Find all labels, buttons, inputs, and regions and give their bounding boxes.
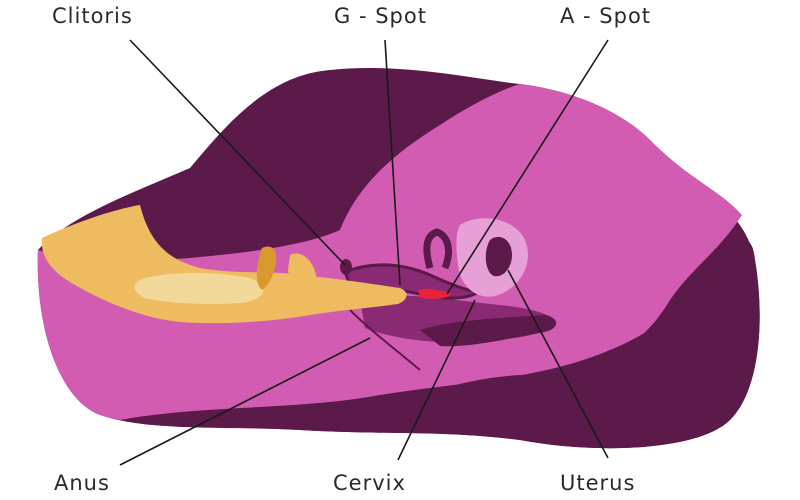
inner-dark-fold bbox=[420, 315, 557, 347]
thumb bbox=[256, 246, 277, 290]
leader-line-gspot bbox=[384, 39, 401, 286]
uterus-dark-part bbox=[485, 236, 512, 277]
finger bbox=[288, 253, 317, 298]
label-a-spot: A - Spot bbox=[560, 4, 652, 28]
tube-left bbox=[423, 228, 452, 270]
label-anus: Anus bbox=[54, 471, 110, 495]
leader-line-uterus bbox=[507, 269, 609, 459]
lower-curve bbox=[349, 309, 421, 371]
label-uterus: Uterus bbox=[560, 471, 636, 495]
palm-highlight bbox=[134, 272, 264, 305]
leader-line-aspot bbox=[446, 39, 609, 295]
body-lower-band bbox=[120, 241, 760, 449]
leader-line-clitoris bbox=[129, 39, 346, 266]
label-cervix: Cervix bbox=[333, 471, 406, 495]
leader-line-cervix bbox=[397, 299, 476, 461]
leader-line-anus bbox=[119, 337, 371, 466]
arm bbox=[41, 205, 407, 324]
label-clitoris: Clitoris bbox=[52, 4, 133, 28]
label-g-spot: G - Spot bbox=[334, 4, 427, 28]
body-pink-region bbox=[37, 84, 742, 429]
red-spot bbox=[418, 288, 452, 299]
